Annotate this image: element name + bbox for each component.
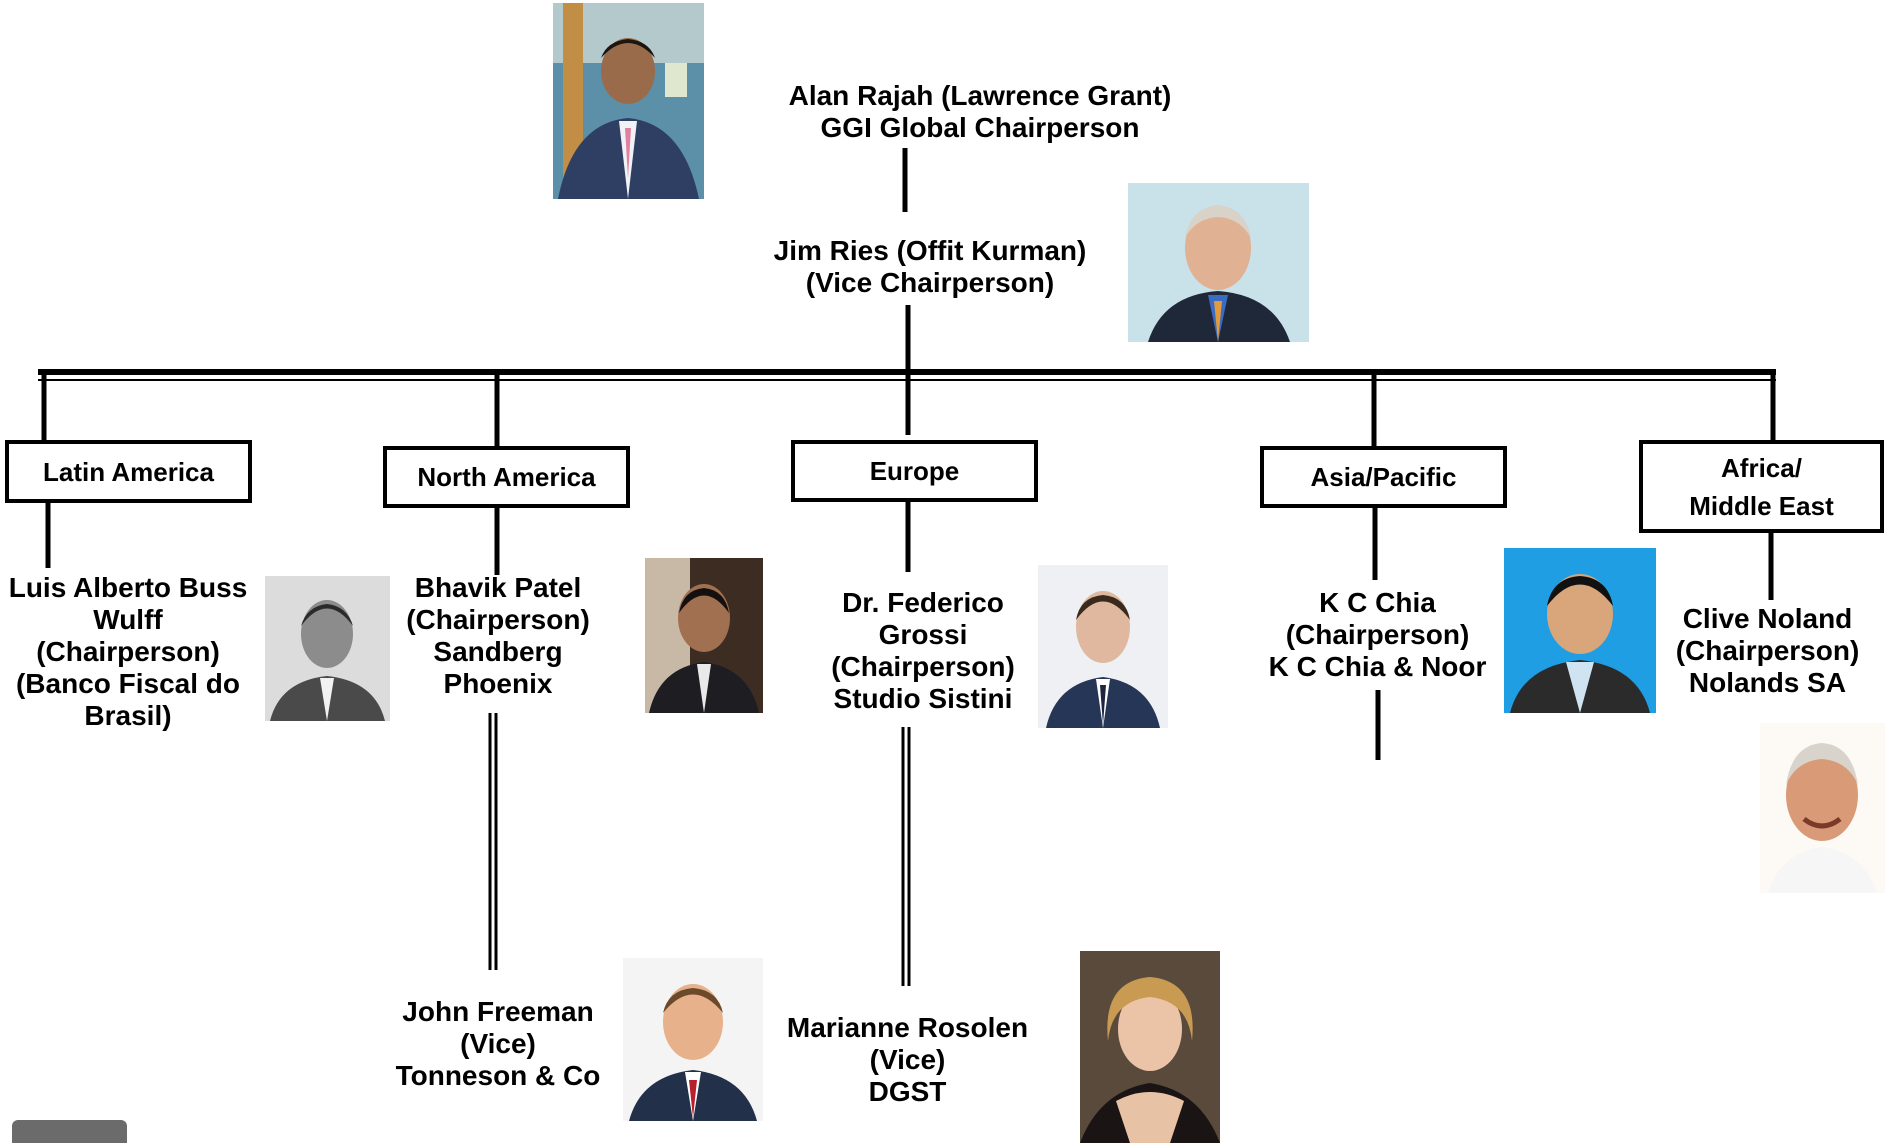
chair-photo	[553, 3, 704, 199]
asia-pacific-chair-photo	[1504, 548, 1656, 713]
europe-chair-photo	[1038, 565, 1168, 728]
person-line: Grossi	[878, 619, 968, 650]
vice-photo	[1128, 183, 1309, 342]
person-line: Phoenix	[443, 668, 553, 699]
north-america-chair-photo	[645, 558, 763, 713]
region-north-america: North America	[383, 446, 630, 508]
region-label: North America	[417, 462, 596, 492]
region-label: Europe	[869, 456, 960, 486]
africa-me-chair-photo	[1760, 723, 1885, 893]
person-line: K C Chia	[1319, 587, 1436, 618]
company-logo	[12, 1120, 127, 1143]
person-line: Studio Sistini	[833, 683, 1013, 714]
person-line: (Vice)	[869, 1044, 946, 1075]
region-latin-america: Latin America	[5, 440, 252, 503]
person-line: Luis Alberto Buss	[8, 572, 248, 603]
person-line: Marianne Rosolen	[786, 1012, 1029, 1043]
person-line: (Chairperson)	[1675, 635, 1860, 666]
chair-role: GGI Global Chairperson	[820, 112, 1140, 143]
region-europe: Europe	[791, 440, 1038, 502]
person-line: Brasil)	[84, 700, 172, 731]
person-line: Sandberg	[433, 636, 563, 667]
person-line: (Chairperson)	[1285, 619, 1470, 650]
europe-vice-photo	[1080, 951, 1220, 1143]
person-line: DGST	[868, 1076, 947, 1107]
region-label: Asia/Pacific	[1310, 462, 1457, 492]
region-asia-pacific: Asia/Pacific	[1260, 446, 1507, 508]
region-africa-middle-east: Africa/ Middle East	[1639, 440, 1884, 533]
person-line: Nolands SA	[1688, 667, 1847, 698]
asia-pacific-chair: K C Chia (Chairperson) K C Chia & Noor	[1245, 587, 1510, 683]
vice-chair: Jim Ries (Offit Kurman) (Vice Chairperso…	[720, 235, 1140, 299]
north-america-vice-photo	[623, 958, 763, 1121]
africa-me-chair: Clive Noland (Chairperson) Nolands SA	[1660, 603, 1875, 699]
person-line: Tonneson & Co	[395, 1060, 601, 1091]
latam-chair-photo	[265, 576, 390, 721]
chair-name: Alan Rajah (Lawrence Grant)	[788, 80, 1172, 111]
person-line: (Chairperson)	[406, 604, 590, 635]
global-chair: Alan Rajah (Lawrence Grant) GGI Global C…	[740, 80, 1220, 144]
person-line: K C Chia & Noor	[1268, 651, 1487, 682]
europe-chair: Dr. Federico Grossi (Chairperson) Studio…	[808, 587, 1038, 715]
region-label: Latin America	[43, 456, 214, 487]
person-line: Wulff	[93, 604, 163, 635]
person-line: Clive Noland	[1682, 603, 1853, 634]
vice-name: Jim Ries (Offit Kurman)	[773, 235, 1087, 266]
person-line: (Banco Fiscal do	[15, 668, 241, 699]
person-line: John Freeman	[402, 996, 594, 1027]
person-line: (Chairperson)	[36, 636, 220, 667]
person-line: Bhavik Patel	[414, 572, 582, 603]
region-label-line-1: Africa/	[1721, 452, 1802, 483]
north-america-chair: Bhavik Patel (Chairperson) Sandberg Phoe…	[383, 572, 613, 700]
person-line: (Vice)	[460, 1028, 536, 1059]
vice-role: (Vice Chairperson)	[805, 267, 1055, 298]
person-line: (Chairperson)	[831, 651, 1015, 682]
person-line: Dr. Federico	[842, 587, 1004, 618]
europe-vice: Marianne Rosolen (Vice) DGST	[770, 1012, 1045, 1108]
region-label-line-2: Middle East	[1689, 490, 1834, 521]
north-america-vice: John Freeman (Vice) Tonneson & Co	[383, 996, 613, 1092]
latam-chair: Luis Alberto Buss Wulff (Chairperson) (B…	[0, 572, 256, 732]
